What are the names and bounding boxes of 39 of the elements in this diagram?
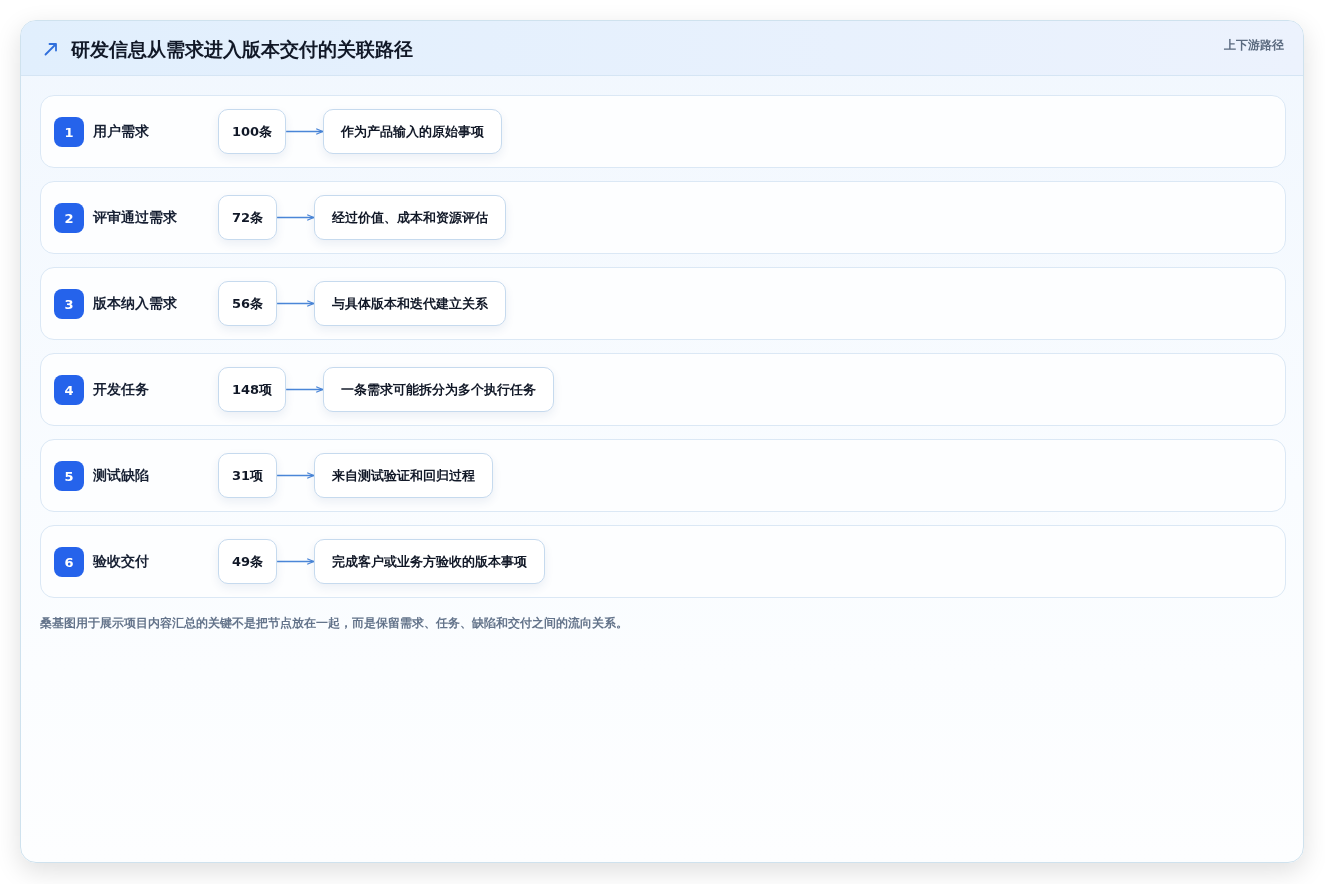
- arrow: [285, 386, 324, 393]
- stage-row: [40, 525, 1286, 598]
- header-tag: 上下游路径: [1224, 36, 1284, 54]
- stage-name: 用户需求: [93, 122, 149, 141]
- description-box: 作为产品输入的原始事项: [323, 109, 502, 154]
- count-box: 56条: [218, 281, 278, 326]
- step-badge: 2: [54, 203, 84, 233]
- description-box: 经过价值、成本和资源评估: [314, 195, 506, 240]
- arrow: [276, 558, 315, 565]
- arrow: [276, 300, 315, 307]
- arrow: [276, 472, 315, 479]
- description-box: 与具体版本和迭代建立关系: [314, 281, 506, 326]
- stage-row: [40, 439, 1286, 512]
- description-box: 一条需求可能拆分为多个执行任务: [323, 367, 554, 412]
- arrow: [285, 128, 324, 135]
- count-box: 100条: [218, 109, 287, 154]
- stage-name: 评审通过需求: [93, 208, 177, 227]
- arrow: [276, 214, 315, 221]
- caption-text: 桑基图用于展示项目内容汇总的关键不是把节点放在一起，而是保留需求、任务、缺陷和交付之间的流向关系。: [40, 615, 628, 632]
- stage-name: 开发任务: [93, 380, 149, 399]
- step-badge: 1: [54, 117, 84, 147]
- stage-name: 版本纳入需求: [93, 294, 177, 313]
- count-box: 31项: [218, 453, 278, 498]
- step-badge: 4: [54, 375, 84, 405]
- stage-row: [40, 181, 1286, 254]
- count-box: 148项: [218, 367, 287, 412]
- stage-name: 验收交付: [93, 552, 149, 571]
- title-text: 研发信息从需求进入版本交付的关联路径: [71, 37, 413, 62]
- step-badge: 5: [54, 461, 84, 491]
- step-badge: 3: [54, 289, 84, 319]
- count-box: 49条: [218, 539, 278, 584]
- stage-row: [40, 267, 1286, 340]
- stage-row: [40, 353, 1286, 426]
- stage-name: 测试缺陷: [93, 466, 149, 485]
- stage-row: [40, 95, 1286, 168]
- description-box: 完成客户或业务方验收的版本事项: [314, 539, 545, 584]
- description-box: 来自测试验证和回归过程: [314, 453, 493, 498]
- count-box: 72条: [218, 195, 278, 240]
- step-badge: 6: [54, 547, 84, 577]
